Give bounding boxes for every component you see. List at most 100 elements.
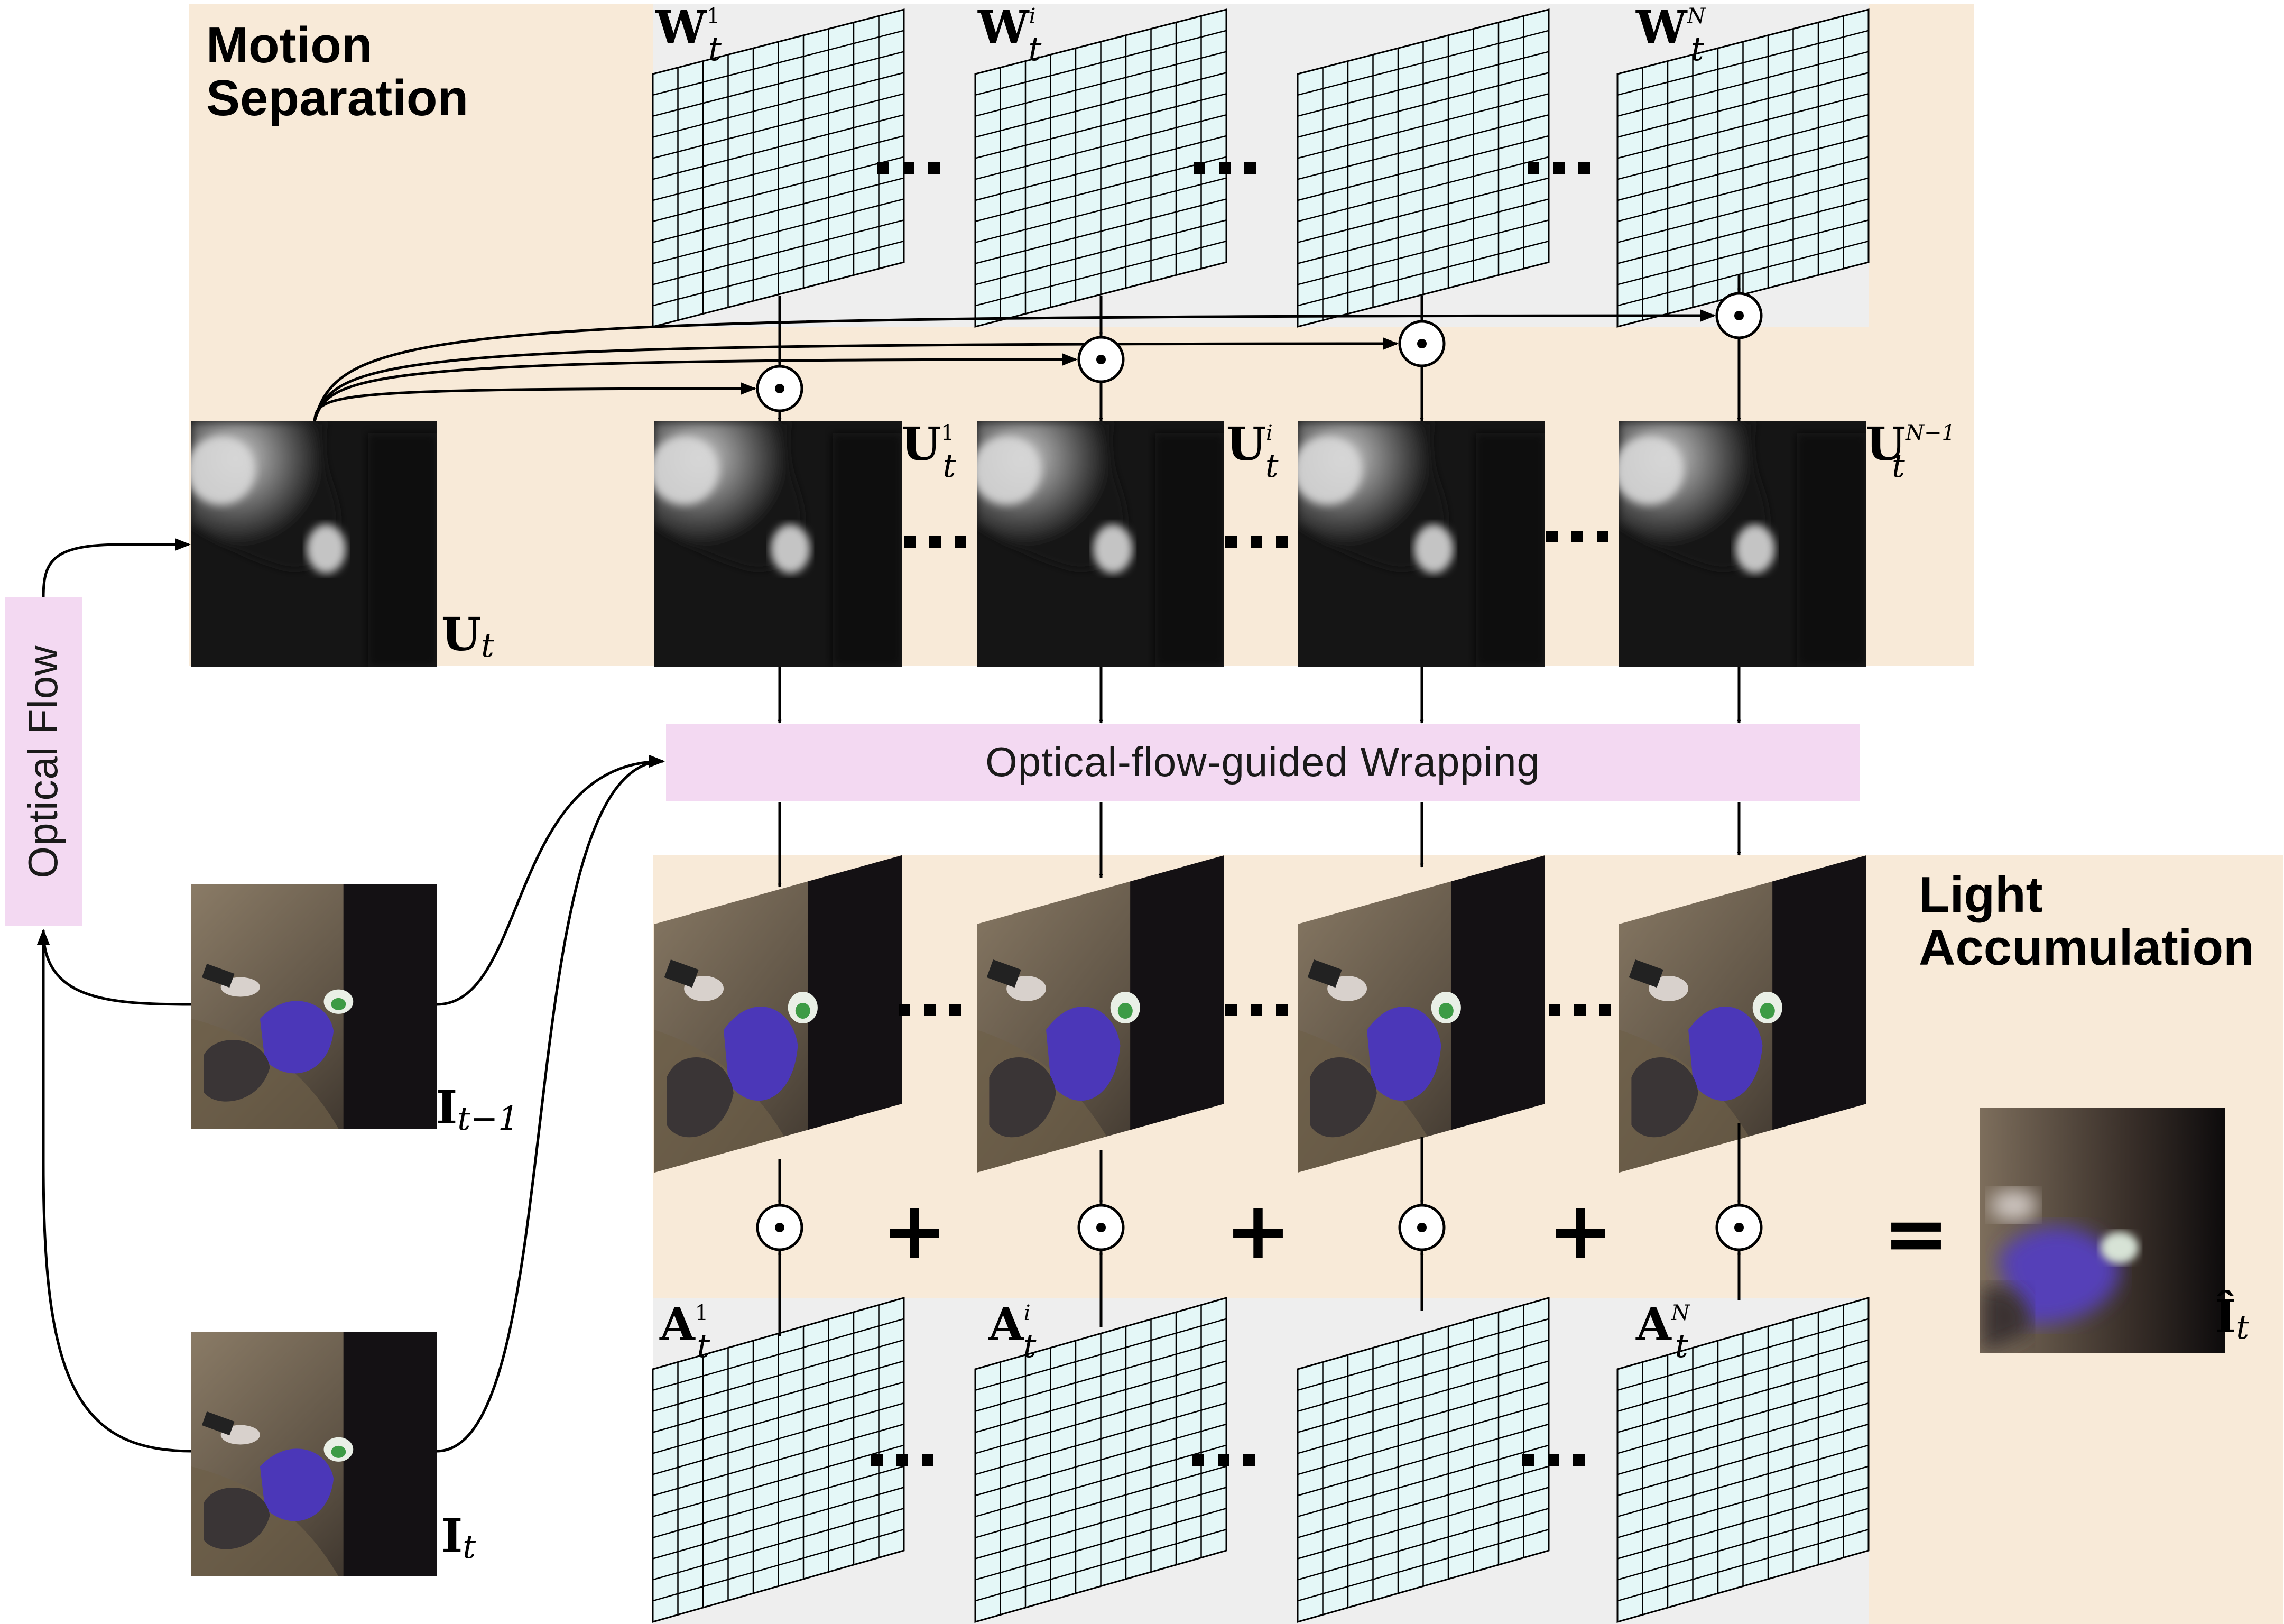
- weight-grid-1-row: [652, 93, 904, 159]
- alpha-grid-4-row: [1617, 1339, 1869, 1412]
- weight-grid-1-row: [652, 240, 904, 307]
- photo-i-t-minus-1-helmet-mark: [331, 998, 346, 1010]
- photo-i-t-glove: [201, 1411, 235, 1436]
- weight-grid-1-row: [652, 219, 904, 285]
- weight-grid-1-row: [652, 135, 904, 201]
- alpha-grid-2-row: [975, 1444, 1227, 1518]
- alpha-grid-3-row: [1297, 1381, 1549, 1454]
- warped-photo-2-legs: [989, 1057, 1056, 1138]
- weight-grid-2-row: [975, 177, 1227, 243]
- alpha-grid-2-row: [975, 1508, 1227, 1581]
- alpha-grid-3-row: [1297, 1360, 1549, 1433]
- ellipsis-8-dot: [1276, 1004, 1288, 1016]
- weight-grid-4-row: [1617, 219, 1869, 285]
- ellipsis-8-dot: [1251, 1004, 1262, 1016]
- alpha-grid-1-row: [652, 1339, 904, 1412]
- alpha-grid-4-row: [1617, 1528, 1869, 1602]
- ellipsis-10: [871, 1454, 933, 1466]
- output-image-i-hat-legs: [1982, 1286, 2031, 1353]
- warped-photo-4-shirt: [1688, 1007, 1763, 1101]
- weight-grid-2-row: [975, 30, 1227, 96]
- alpha-grid-1-row: [652, 1381, 904, 1454]
- ellipsis-1-dot: [928, 162, 940, 174]
- output-image-i-hat: [1980, 1108, 2225, 1353]
- flow-map-4: [1619, 421, 1866, 667]
- alpha-grid-1-row: [652, 1402, 904, 1475]
- flow-map-ut-blob: [307, 524, 346, 574]
- flow-map-1-highlight: [654, 436, 719, 505]
- alpha-grid-4-row: [1617, 1487, 1869, 1560]
- weight-grid-2-row: [975, 93, 1227, 159]
- motion-separation-title-line1: Motion: [206, 17, 373, 73]
- hadamard-bottom-3: [1398, 1204, 1446, 1251]
- weight-grid-4: [1616, 8, 1870, 328]
- flow-map-2: [977, 421, 1224, 667]
- flow-map-1-shadow: [832, 433, 902, 667]
- flow-map-1-blob: [770, 524, 810, 574]
- weight-grid-3-row: [1297, 240, 1549, 307]
- hadamard-bottom-1-dot: [775, 1223, 784, 1232]
- weight-grid-3-row: [1297, 93, 1549, 159]
- ellipsis-7: [899, 1004, 961, 1016]
- photo-i-t-legs: [204, 1488, 270, 1549]
- weight-grid-3-row: [1297, 72, 1549, 138]
- motion-separation-title-line2: Separation: [206, 70, 468, 126]
- hadamard-top-1-dot: [775, 384, 784, 393]
- connector-arrows: [37, 275, 1741, 1453]
- weight-grid-4-row: [1617, 177, 1869, 243]
- ellipsis-6-dot: [1597, 531, 1608, 542]
- alpha-grid-3-row: [1297, 1444, 1549, 1518]
- ellipsis-4-dot: [929, 536, 941, 548]
- alpha-grids: [652, 1297, 1870, 1623]
- photo-i-t-minus-1-legs: [204, 1040, 270, 1102]
- flow-map-3-highlight: [1298, 436, 1362, 505]
- alpha-grid-4: [1616, 1297, 1870, 1623]
- photo-i-t-helmet-mark: [331, 1445, 346, 1458]
- optical-flow-box: [5, 597, 82, 926]
- flow-map-3-blob: [1413, 524, 1454, 574]
- alpha-grid-2-row: [975, 1339, 1227, 1412]
- ellipsis-3-dot: [1578, 162, 1590, 174]
- flow-map-4-highlight: [1619, 436, 1684, 505]
- ellipsis-1-dot: [877, 162, 889, 174]
- ellipsis-9: [1549, 1004, 1611, 1016]
- ellipsis-5-dot: [1276, 536, 1288, 548]
- weight-grid-4-row: [1617, 114, 1869, 180]
- ellipsis-4-dot: [904, 536, 916, 548]
- alpha-grid-4-row: [1617, 1381, 1869, 1454]
- weight-grid-2-row: [975, 198, 1227, 264]
- weight-grid-3-row: [1297, 30, 1549, 96]
- weight-grid-3: [1297, 8, 1550, 328]
- weight-grid-1-row: [652, 51, 904, 117]
- flow-map-2-blob: [1093, 524, 1133, 574]
- flow-map-4-blob: [1735, 524, 1775, 574]
- alpha-grid-4-row: [1617, 1423, 1869, 1497]
- alpha-grid-3-row: [1297, 1318, 1549, 1391]
- output-image-i-hat-helmet: [2101, 1232, 2139, 1263]
- alpha-grid-3-row: [1297, 1487, 1549, 1560]
- hadamard-bottom-2-dot: [1096, 1223, 1106, 1232]
- ellipsis-10-dot: [922, 1454, 933, 1466]
- arrow-icurr-to-of: [37, 929, 192, 1453]
- ellipsis-4-dot: [955, 536, 966, 548]
- plus-sign-2: +: [1225, 1185, 1291, 1277]
- warped-photo-3-legs: [1310, 1057, 1377, 1138]
- photo-i-t-minus-1-shirt: [260, 1001, 334, 1074]
- alpha-grid-1-row: [652, 1465, 904, 1538]
- plus-sign-3: +: [1547, 1185, 1614, 1277]
- wrapping-box: [666, 724, 1860, 801]
- ellipsis-1: [877, 162, 940, 174]
- arrow-ut-to-hadamard-3: [313, 337, 1399, 422]
- ellipsis-10-dot: [896, 1454, 908, 1466]
- weight-grid-1-row: [652, 177, 904, 243]
- arrow-ut-to-hadamard-4: [313, 309, 1716, 422]
- alpha-grid-3-row: [1297, 1402, 1549, 1475]
- ellipsis-3-dot: [1553, 162, 1565, 174]
- alpha-grid-4-row: [1617, 1318, 1869, 1391]
